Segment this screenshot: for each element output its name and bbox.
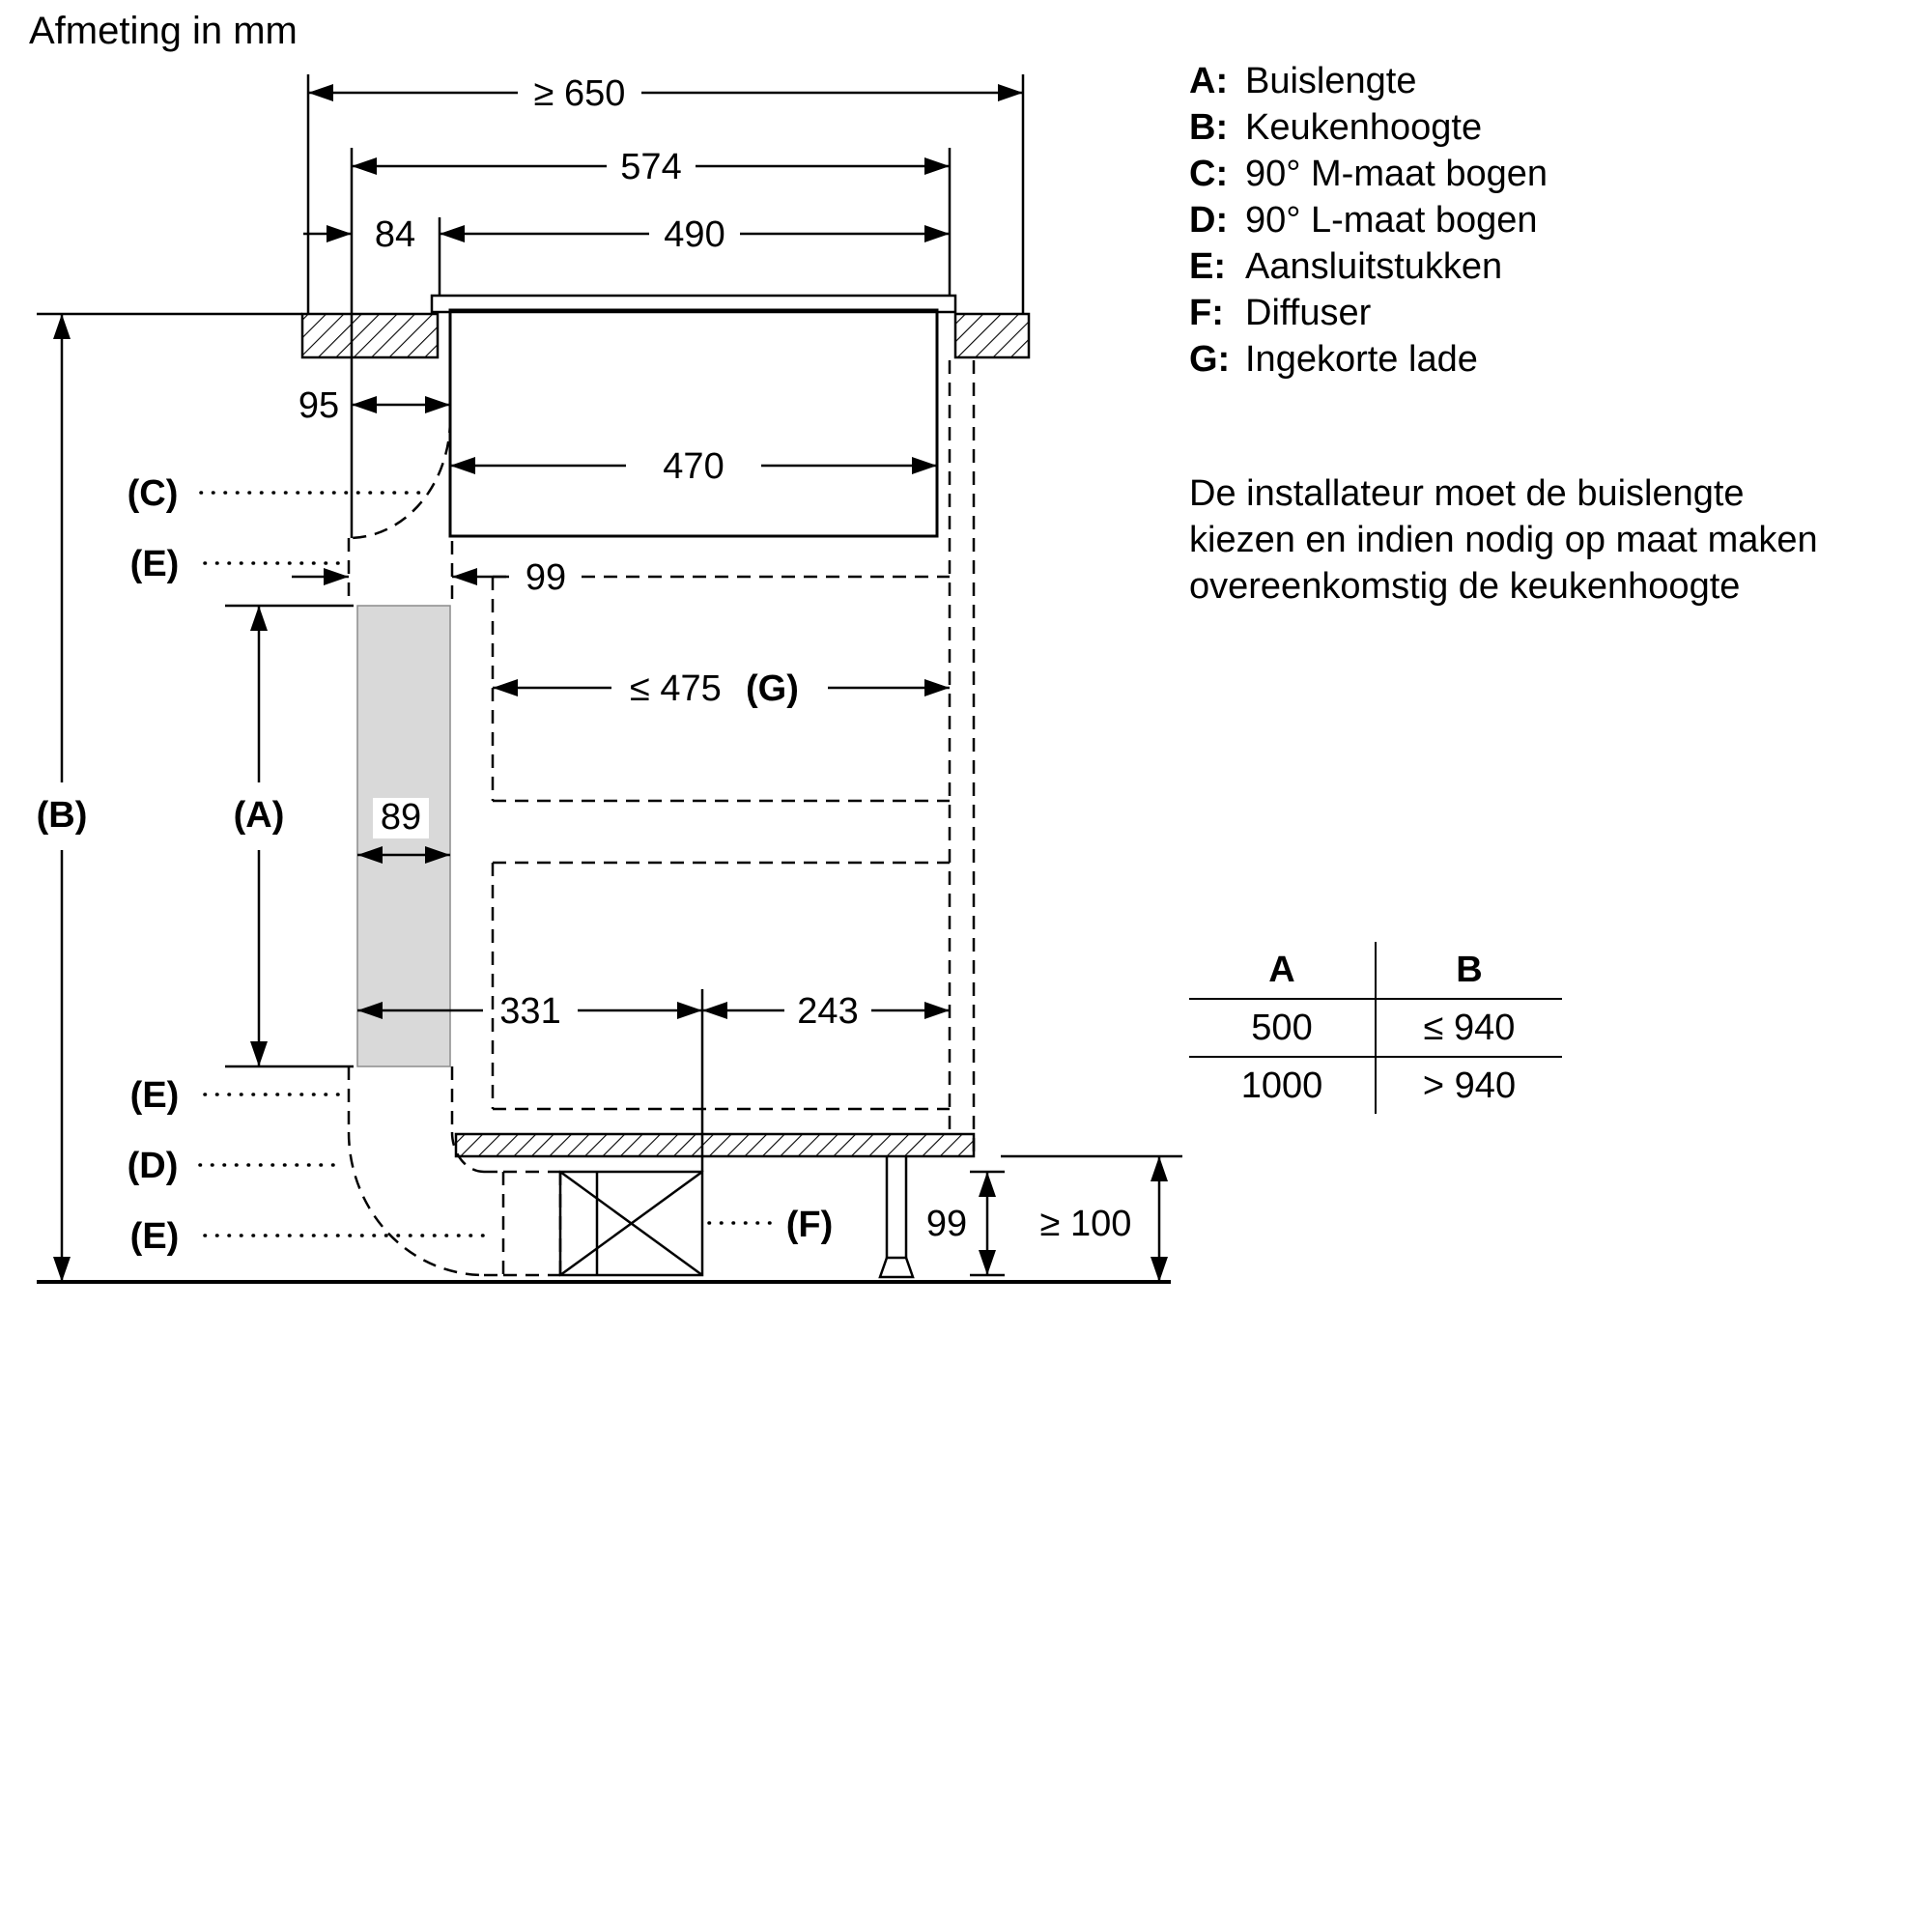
table-row: 500 ≤ 940 (1189, 999, 1562, 1058)
table-cell: ≤ 940 (1376, 999, 1562, 1058)
label-d: (D) (128, 1146, 179, 1186)
dim-text-84: 84 (375, 214, 415, 255)
d-bend-outer-arc (347, 1131, 485, 1277)
label-e-top: (E) (130, 544, 180, 584)
legend-label: 90° L-maat bogen (1245, 200, 1538, 241)
d-bend-inner-arc (450, 1131, 485, 1174)
legend-item-g: G: Ingekorte lade (1189, 336, 1548, 383)
legend-label: Aansluitstukken (1245, 246, 1503, 287)
legend-key: E: (1189, 246, 1226, 287)
legend-item-a: A: Buislengte (1189, 58, 1548, 104)
dim-min-width-650 (306, 74, 1025, 314)
dim-text-95: 95 (298, 385, 339, 426)
installer-note: De installateur moet de buislengte kieze… (1189, 473, 1818, 607)
dim-pipe-length-A (225, 604, 354, 1068)
legend-item-d: D: 90° L-maat bogen (1189, 197, 1548, 243)
legend-item-e: E: Aansluitstukken (1189, 243, 1548, 290)
dim-text-243: 243 (797, 991, 858, 1032)
legend-key: B: (1189, 107, 1229, 148)
worktop-right (953, 312, 1031, 359)
label-e-middle: (E) (130, 1075, 180, 1116)
worktop-left (300, 312, 440, 359)
dim-kitchen-height-B (37, 312, 302, 1282)
cabinet-leg (878, 1156, 915, 1279)
dim-diffuser-99 (970, 1170, 1005, 1277)
halo-99 (513, 557, 579, 598)
legend-key: D: (1189, 200, 1229, 241)
dim-plinth-100 (1001, 1154, 1182, 1282)
dim-width-574 (350, 148, 952, 538)
table-header-b: B (1376, 942, 1562, 1000)
legend-label: Buislengte (1245, 61, 1417, 101)
dim-text-99-diffuser: 99 (926, 1204, 967, 1244)
table-header-row: A B (1189, 942, 1562, 1000)
label-e-bottom: (E) (130, 1216, 180, 1257)
dim-text-99-connector: 99 (526, 557, 566, 598)
dim-text-331: 331 (499, 991, 560, 1032)
dim-text-574: 574 (620, 147, 681, 187)
dim-84-490 (303, 217, 950, 296)
legend-key: A: (1189, 61, 1229, 101)
hob-glass-plate (430, 294, 957, 314)
label-f: (F) (786, 1205, 834, 1245)
table-cell: 1000 (1189, 1057, 1377, 1114)
label-b: (B) (37, 795, 88, 836)
dim-text-490: 490 (664, 214, 724, 255)
diffuser (558, 1170, 704, 1277)
legend-label: Ingekorte lade (1245, 339, 1478, 380)
legend-label: 90° M-maat bogen (1245, 154, 1548, 194)
legend-label: Diffuser (1245, 293, 1372, 333)
label-a: (A) (234, 795, 285, 836)
dim-text-475: ≤ 475 (630, 668, 722, 709)
page-title: Afmeting in mm (29, 10, 298, 52)
legend-item-c: C: 90° M-maat bogen (1189, 151, 1548, 197)
dim-331-243 (357, 989, 950, 1172)
label-leaders (198, 491, 775, 1237)
legend-item-f: F: Diffuser (1189, 290, 1548, 336)
dim-text-100: ≥ 100 (1040, 1204, 1132, 1244)
dim-text-89: 89 (381, 797, 421, 838)
dim-text-470: 470 (663, 446, 724, 487)
table-row: 1000 > 940 (1189, 1057, 1562, 1114)
table-cell: 500 (1189, 999, 1377, 1058)
legend-item-b: B: Keukenhoogte (1189, 104, 1548, 151)
cabinet-shelf (454, 1132, 976, 1158)
legend-key: C: (1189, 154, 1229, 194)
legend-key: G: (1189, 339, 1231, 380)
pipe-length-table: A B 500 ≤ 940 1000 > 940 (1189, 942, 1562, 1114)
legend: A: Buislengte B: Keukenhoogte C: 90° M-m… (1189, 58, 1548, 383)
hob-body (448, 308, 939, 538)
legend-label: Keukenhoogte (1245, 107, 1483, 148)
dim-text-650: ≥ 650 (534, 73, 626, 114)
c-bend-outer-arc (348, 418, 452, 540)
duct-dashed-path (347, 418, 562, 1277)
legend-key: F: (1189, 293, 1224, 333)
label-c: (C) (128, 473, 179, 514)
drawer-outlines (491, 360, 976, 1156)
table-cell: > 940 (1422, 1065, 1517, 1106)
table-header-a: A (1189, 942, 1377, 1000)
halo-89 (373, 798, 429, 838)
label-g: (G) (746, 668, 799, 709)
